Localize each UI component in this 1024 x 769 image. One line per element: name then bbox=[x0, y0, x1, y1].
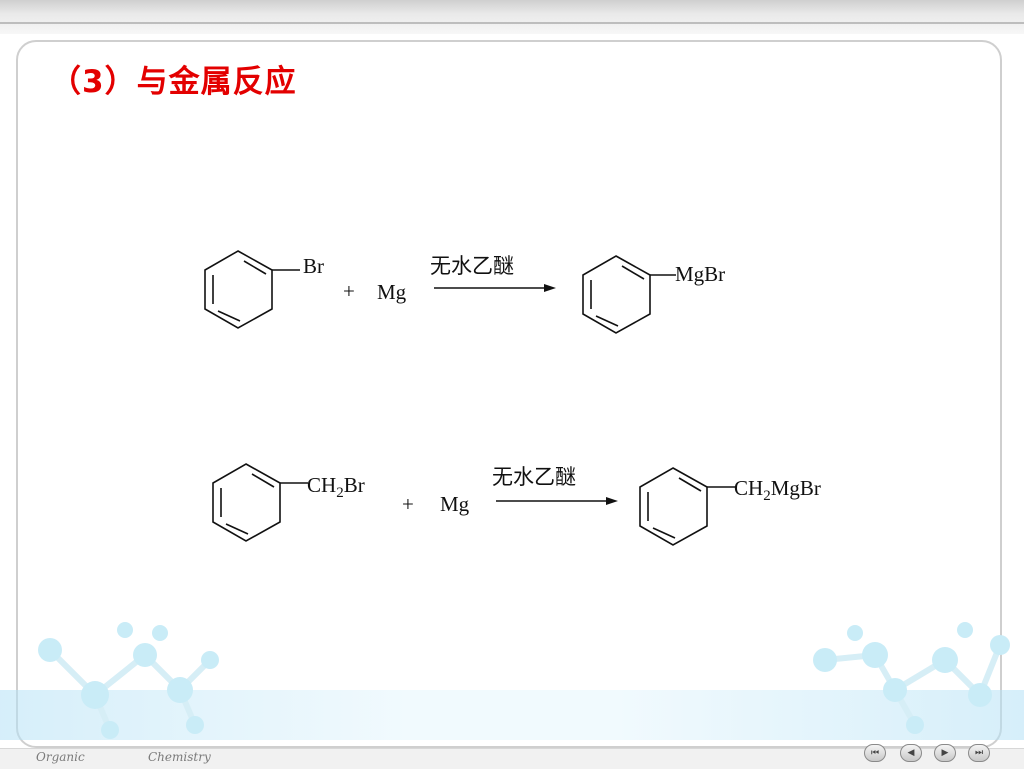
molecule-decoration-right bbox=[813, 622, 1010, 734]
benzene-ring-product-1 bbox=[582, 255, 676, 334]
condition-2: 无水乙醚 bbox=[492, 465, 576, 489]
plus-sign-2: + bbox=[402, 492, 414, 516]
benzene-ring-reactant-2 bbox=[212, 463, 308, 542]
footer-chemistry: Chemistry bbox=[148, 750, 211, 764]
plus-sign-1: + bbox=[343, 279, 355, 303]
reactant-2-substituent: CH2Br bbox=[307, 473, 365, 502]
slide-frame bbox=[16, 40, 1002, 748]
reaction-arrow-2 bbox=[496, 497, 618, 505]
nav-last-button[interactable]: ⏭ bbox=[968, 744, 990, 762]
product-1-substituent: MgBr bbox=[675, 262, 726, 286]
product-2-ch: CH bbox=[734, 476, 764, 500]
reaction-arrow-1 bbox=[434, 284, 556, 292]
reactant-2-subscript: 2 bbox=[336, 485, 344, 502]
nav-next-button[interactable]: ▶ bbox=[934, 744, 956, 762]
nav-first-button[interactable]: ⏮ bbox=[864, 744, 886, 762]
reactant-1-substituent: Br bbox=[303, 254, 324, 278]
nav-prev-button[interactable]: ◀ bbox=[900, 744, 922, 762]
benzene-ring-product-2 bbox=[639, 467, 735, 546]
footer-bar bbox=[0, 748, 1024, 769]
product-2-substituent: CH2MgBr bbox=[734, 476, 821, 505]
product-2-subscript: 2 bbox=[763, 488, 771, 505]
reagent-2: Mg bbox=[440, 492, 470, 516]
condition-1: 无水乙醚 bbox=[430, 254, 514, 278]
slide-title: （3）与金属反应 bbox=[50, 64, 297, 100]
benzene-ring-reactant-1 bbox=[204, 250, 300, 329]
top-header-band bbox=[0, 0, 1024, 34]
reactant-2-br: Br bbox=[343, 473, 365, 497]
reagent-1: Mg bbox=[377, 280, 407, 304]
reactant-2-ch: CH bbox=[307, 473, 337, 497]
molecule-decoration-left bbox=[38, 622, 219, 739]
footer-organic: Organic bbox=[36, 750, 85, 764]
product-2-mgbr: MgBr bbox=[770, 476, 821, 500]
